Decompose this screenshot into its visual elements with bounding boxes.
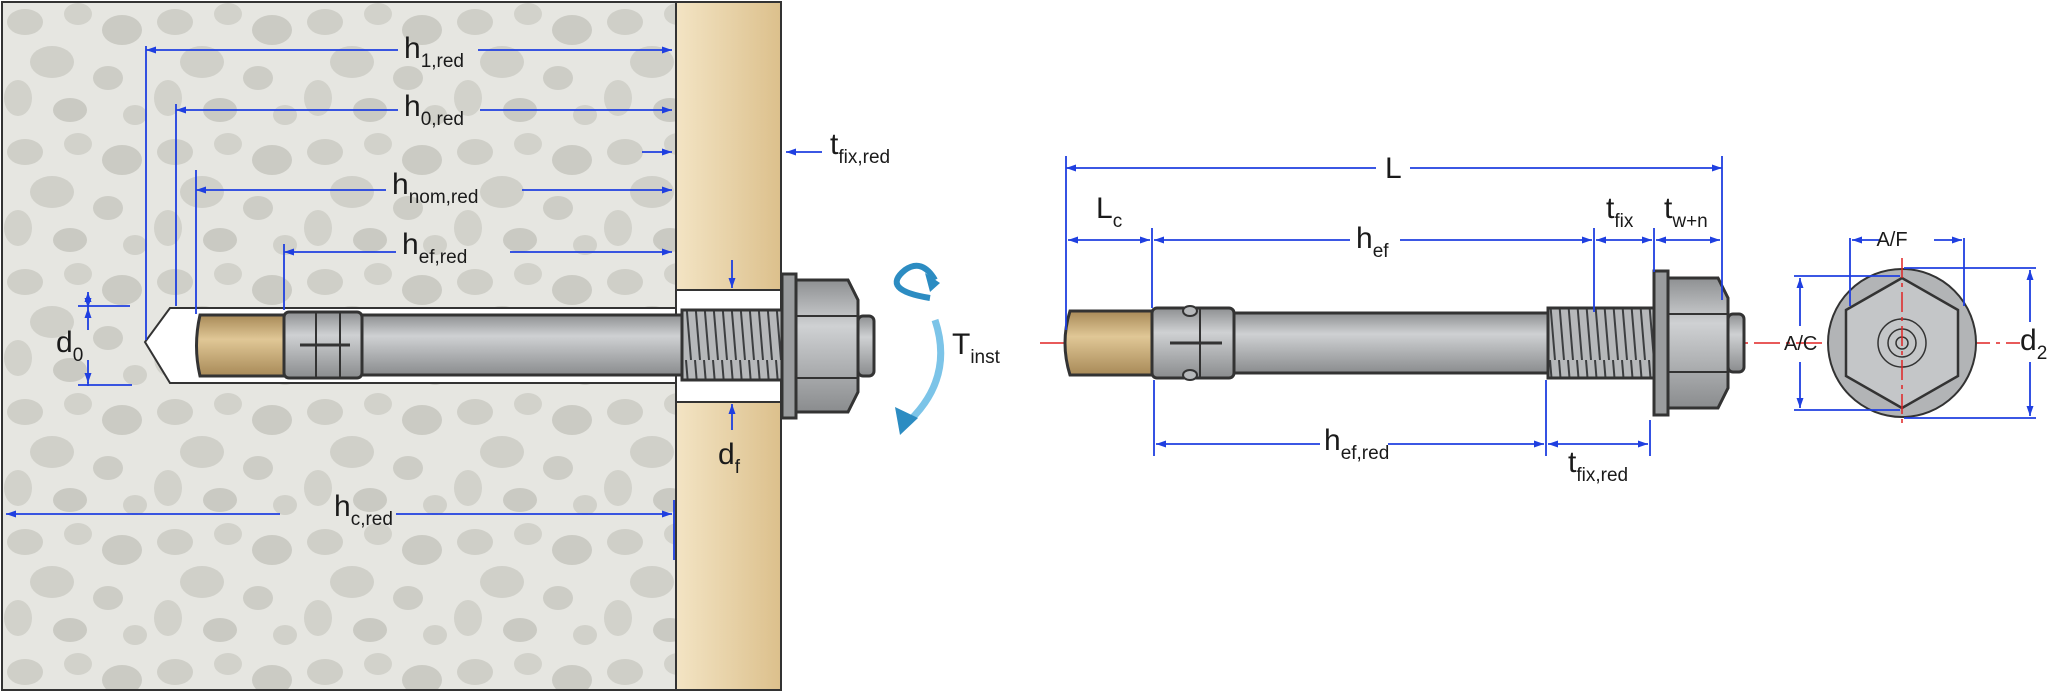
anchor-thread: [1546, 306, 1656, 380]
expansion-cone: [195, 313, 288, 378]
label-hnomred: hnom,red: [392, 168, 478, 208]
anchor-shank: [1232, 311, 1550, 375]
label-hefred-left: hef,red: [402, 228, 467, 268]
label-af: A/F: [1876, 229, 1907, 251]
label-ac: A/C: [1784, 333, 1817, 355]
label-df: df: [718, 438, 741, 478]
label-h0red: h0,red: [404, 90, 464, 130]
washer: [1652, 269, 1670, 417]
anchor-thread: [680, 308, 784, 382]
washer: [780, 272, 798, 420]
torque-arrow-icon: [893, 262, 945, 435]
dimension-labels: h1,red h0,red hnom,red hef,red tfix,red …: [56, 32, 2047, 530]
label-twn: tw+n: [1664, 192, 1708, 232]
installed-anchor-view: [1, 1, 945, 691]
label-hef: hef: [1356, 222, 1389, 262]
bolt-tip: [856, 314, 876, 378]
label-tfix: tfix: [1606, 192, 1634, 232]
label-d2: d2: [2020, 324, 2047, 364]
dimension-lines: [6, 46, 2036, 560]
label-h1red: h1,red: [404, 32, 464, 72]
label-hefred-right: hef,red: [1324, 424, 1389, 464]
anchor-shank: [360, 313, 684, 377]
label-tinst: Tinst: [952, 328, 1001, 368]
anchor-side-view: [1040, 269, 2020, 417]
expansion-cone: [1063, 309, 1154, 377]
label-tfixred-left: tfix,red: [830, 128, 890, 168]
label-tfixred-right: tfix,red: [1568, 446, 1628, 486]
label-Lc: Lc: [1096, 192, 1122, 232]
label-hcred: hc,red: [334, 490, 393, 530]
hex-nut: [1666, 276, 1730, 410]
label-d0: d0: [56, 326, 83, 366]
hex-nut: [794, 278, 860, 414]
label-L: L: [1385, 152, 1402, 185]
anchor-end-view: [1827, 258, 1977, 428]
bolt-tip: [1726, 312, 1746, 374]
